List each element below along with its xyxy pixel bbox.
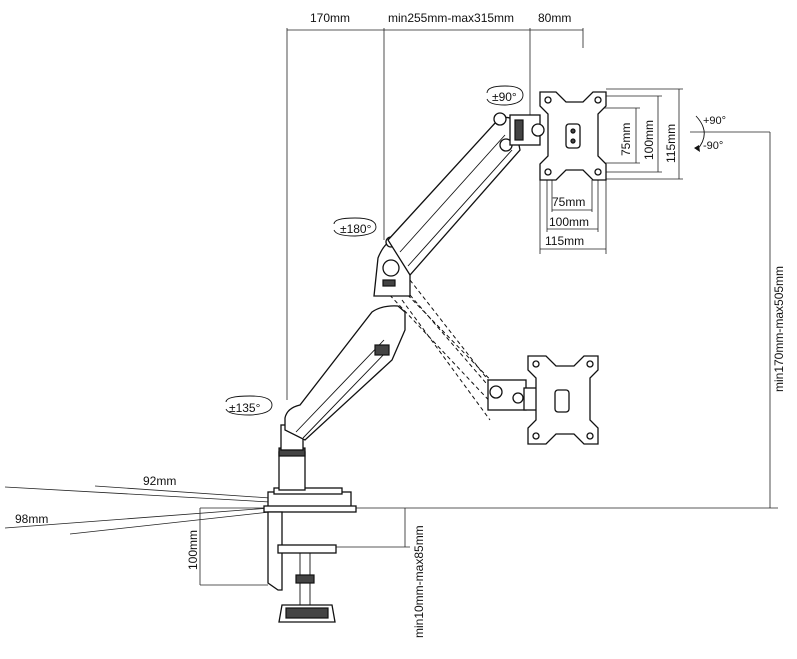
clamp-height-label: 100mm: [186, 530, 200, 570]
base-rotation-icon: [225, 395, 273, 416]
tilt-head: [509, 114, 545, 146]
top-dimension-lines: [286, 28, 584, 400]
top-arm-offset-label: 170mm: [310, 11, 350, 25]
vesa-v-large-label: 115mm: [664, 124, 678, 163]
vesa-h-small-label: 75mm: [552, 195, 585, 209]
lower-arm: [284, 284, 511, 441]
vesa-plate-top: [539, 91, 607, 181]
clamp-depth-92-label: 92mm: [143, 474, 176, 488]
upper-arm: [387, 112, 521, 277]
vesa-v-small-label: 75mm: [619, 123, 633, 156]
vesa-vertical-dims: [598, 88, 683, 180]
vesa-h-mid-label: 100mm: [549, 215, 589, 229]
tilt-rotation-label: ±90°: [492, 90, 517, 104]
vesa-v-mid-label: 100mm: [642, 120, 656, 160]
tilt-rotation-icon: [486, 85, 524, 106]
plate-offset-label: 80mm: [538, 11, 571, 25]
elbow-rotation-icon: [333, 217, 377, 237]
elbow-rotation-label: ±180°: [340, 222, 372, 236]
arm-extension-label: min255mm-max315mm: [388, 11, 514, 25]
tilt-arrow-icon: [694, 145, 700, 152]
vesa-plate-lower: [527, 355, 599, 445]
ghost-arm-lower: [409, 279, 539, 411]
clamp-depth-lines: [4, 485, 271, 535]
tilt-down-label: -90°: [703, 140, 723, 152]
height-range-label: min170mm-max505mm: [772, 266, 786, 392]
clamp-depth-98-label: 98mm: [15, 512, 48, 526]
desk-clamp: [263, 487, 357, 623]
vesa-h-large-label: 115mm: [545, 234, 584, 248]
base-rotation-label: ±135°: [229, 401, 261, 415]
tilt-up-label: +90°: [703, 115, 726, 127]
desk-thickness-label: min10mm-max85mm: [412, 525, 426, 638]
height-dimension-lines: [350, 131, 778, 509]
vesa-horizontal-dims: [539, 180, 607, 254]
